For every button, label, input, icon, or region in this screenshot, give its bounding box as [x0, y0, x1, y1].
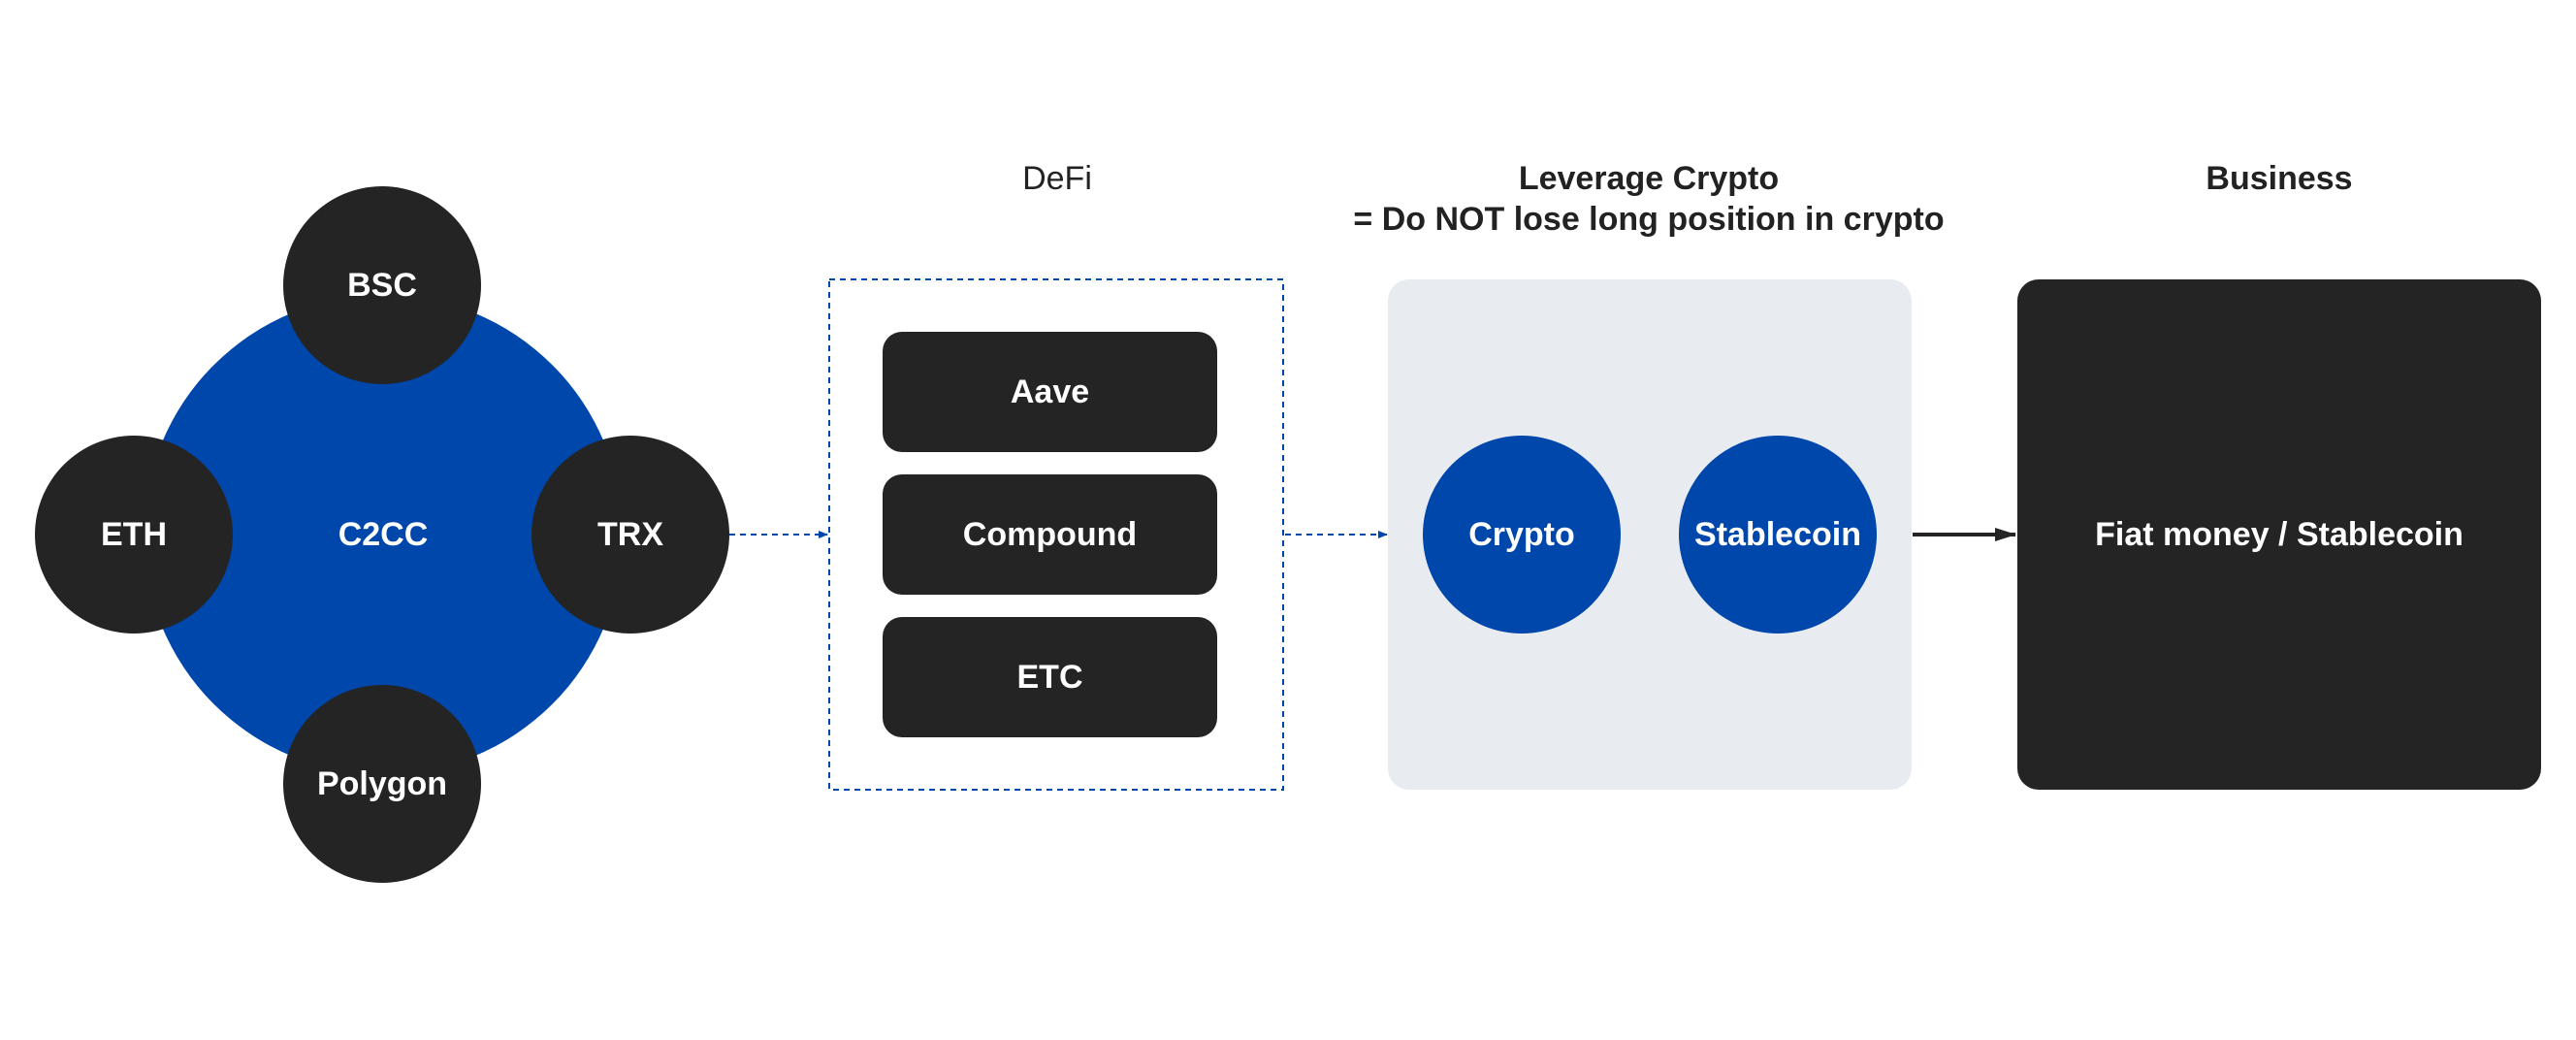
leverage-header-title: Leverage Crypto — [1518, 160, 1780, 197]
business-label: Fiat money / Stablecoin — [2095, 515, 2463, 553]
business-panel — [2017, 279, 2541, 790]
defi-item-aave: Aave — [883, 332, 1217, 452]
stablecoin-circle — [1679, 436, 1877, 634]
node-bsc-label: BSC — [347, 266, 417, 304]
leverage-header-subtitle: = Do NOT lose long position in crypto — [1353, 201, 1945, 238]
crypto-label: Crypto — [1468, 515, 1575, 553]
defi-item-etc: ETC — [883, 617, 1217, 737]
c2cc-label: C2CC — [338, 515, 429, 553]
stablecoin-label: Stablecoin — [1694, 515, 1861, 553]
defi-frame — [828, 278, 1284, 791]
node-polygon-label: Polygon — [316, 764, 448, 802]
defi-item-compound: Compound — [883, 474, 1217, 595]
node-bsc — [283, 186, 481, 384]
node-trx — [531, 436, 729, 634]
business-header: Business — [2206, 160, 2353, 197]
node-polygon — [283, 685, 481, 883]
crypto-circle — [1423, 436, 1621, 634]
defi-header: DeFi — [1022, 160, 1092, 197]
node-eth-label: ETH — [101, 515, 167, 553]
node-eth — [35, 436, 233, 634]
node-trx-label: TRX — [597, 515, 663, 553]
